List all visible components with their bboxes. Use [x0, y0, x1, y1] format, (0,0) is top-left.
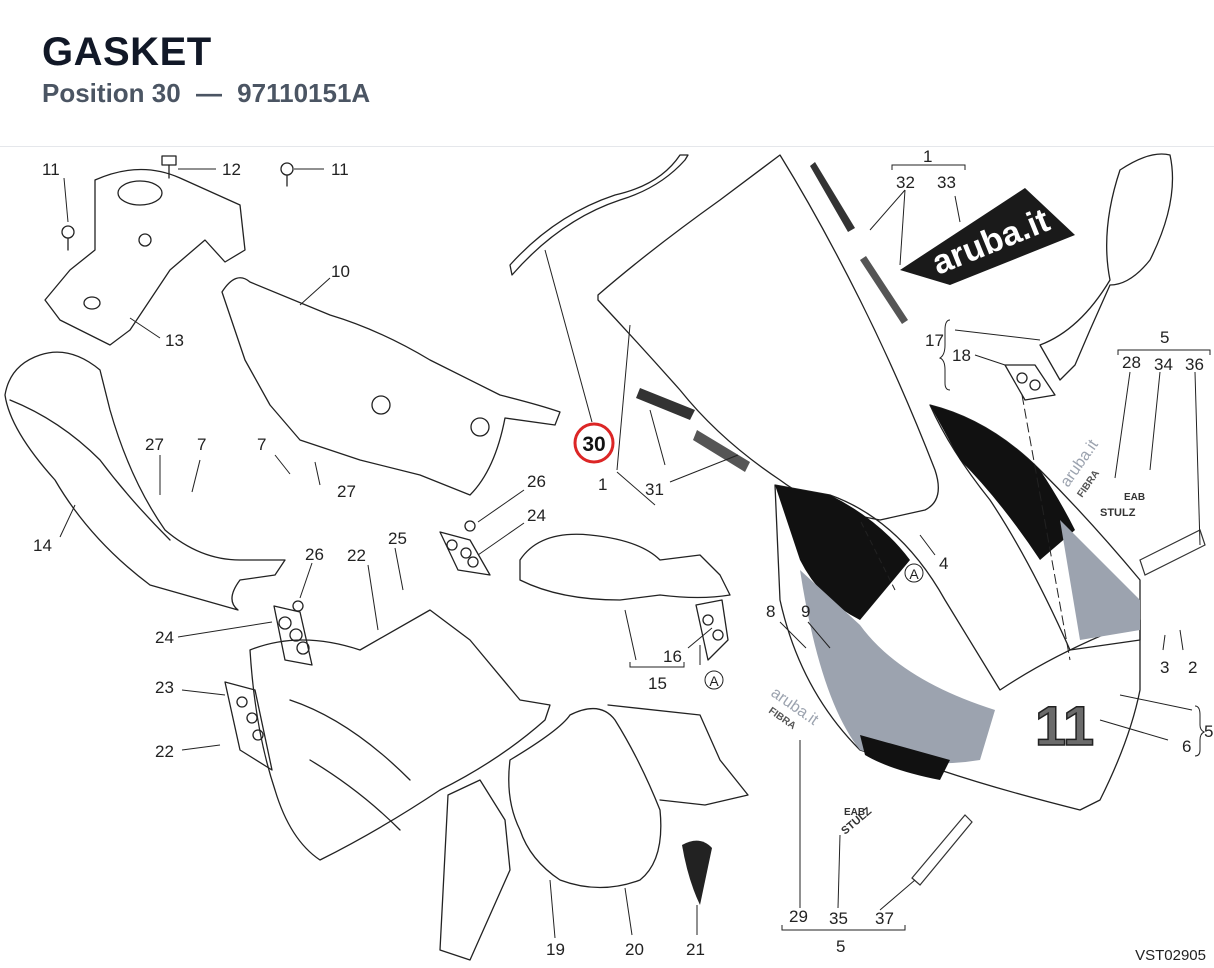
part-14-air-duct[interactable]	[4, 351, 286, 611]
aruba-decal-33	[900, 188, 1075, 285]
header: GASKET Position 30 — 97110151A	[0, 0, 1214, 147]
marker-a-upper: A	[904, 563, 924, 583]
callout-13: 13	[165, 331, 184, 350]
callout-14: 14	[33, 536, 52, 555]
part-30-gasket[interactable]	[509, 154, 689, 276]
callout-26: 26	[527, 472, 546, 491]
headlight-assembly[interactable]	[249, 609, 551, 861]
callout-28: 28	[1122, 353, 1141, 372]
part-20-nose-fairing[interactable]	[439, 704, 749, 961]
callout-7: 7	[257, 435, 266, 454]
callout-26: 26	[305, 545, 324, 564]
drawing-reference: VST02905	[1135, 947, 1206, 964]
fairing-dark-band-lower	[860, 735, 950, 780]
mount-18[interactable]	[1004, 364, 1056, 401]
callout-12: 12	[222, 160, 241, 179]
page-title: GASKET	[42, 30, 212, 74]
fairing-grey-band	[800, 570, 995, 764]
washer-26-lower[interactable]	[292, 600, 304, 612]
side-panel-grey	[1060, 520, 1140, 640]
callout-23: 23	[155, 678, 174, 697]
eab-decal-35: EAB	[844, 807, 865, 818]
callout-11: 11	[42, 160, 60, 179]
callout-8: 8	[766, 602, 775, 621]
callout-20: 20	[625, 940, 644, 959]
gasket-23[interactable]	[224, 681, 273, 771]
decal-32-lower	[860, 256, 908, 324]
highlight-position-label: 30	[582, 433, 605, 456]
highlight-position-30[interactable]: 30	[573, 422, 615, 464]
screw-11-right[interactable]	[280, 162, 294, 187]
callout-4: 4	[939, 554, 948, 573]
part-16-mirror[interactable]	[519, 533, 731, 661]
ducati-shield-21	[682, 840, 712, 905]
decal-31-upper	[636, 388, 695, 420]
callout-21: 21	[686, 940, 705, 959]
callout-5: 5	[836, 937, 845, 956]
callout-33: 33	[937, 173, 956, 192]
callout-27: 27	[145, 435, 164, 454]
side-panel-dark	[930, 405, 1075, 560]
fairing-dark-band	[775, 485, 910, 620]
callout-2: 2	[1188, 658, 1197, 677]
callout-17: 17	[925, 331, 944, 350]
callout-19: 19	[546, 940, 565, 959]
svg-text:A: A	[909, 566, 919, 582]
callout-10: 10	[331, 262, 350, 281]
callout-27: 27	[337, 482, 356, 501]
callout-18: 18	[952, 346, 971, 365]
callout-15: 15	[648, 674, 667, 693]
callout-16: 16	[663, 647, 682, 666]
callout-1: 1	[923, 147, 932, 166]
callout-6: 6	[1182, 737, 1191, 756]
callout-5: 5	[1160, 328, 1169, 347]
part-5-side-fairing[interactable]	[774, 484, 1141, 811]
part-1-front-fairing[interactable]	[597, 154, 939, 521]
callout-37: 37	[875, 909, 894, 928]
callout-36: 36	[1185, 355, 1204, 374]
leader-lines	[59, 164, 1211, 939]
screw-12[interactable]	[161, 155, 177, 179]
callout-9: 9	[801, 602, 810, 621]
part-10-inner-panel[interactable]	[221, 277, 561, 496]
part-number: 97110151A	[237, 78, 371, 108]
callout-24: 24	[155, 628, 174, 647]
svg-text:A: A	[709, 673, 719, 689]
callout-5: 5	[1204, 722, 1213, 741]
gasket-24-upper[interactable]	[439, 531, 491, 576]
callout-25: 25	[388, 529, 407, 548]
callout-22: 22	[347, 546, 366, 565]
callout-24: 24	[527, 506, 546, 525]
callout-31: 31	[645, 480, 664, 499]
position-label: Position 30	[42, 78, 181, 108]
decal-32-upper	[810, 162, 855, 232]
callout-numbers: 11 12 11 1 32 33 10 13 17 18 5 28 34 36 …	[33, 147, 1213, 959]
stulz-decal-34: STULZ	[1100, 507, 1136, 519]
page-subtitle: Position 30 — 97110151A	[42, 78, 370, 109]
screw-11-left[interactable]	[61, 225, 75, 251]
callout-34: 34	[1154, 355, 1173, 374]
part-13-bracket[interactable]	[44, 168, 246, 346]
callout-22: 22	[155, 742, 174, 761]
washer-26-upper[interactable]	[464, 520, 476, 532]
race-number-decal: 11	[1035, 694, 1094, 757]
callout-7: 7	[197, 435, 206, 454]
callout-3: 3	[1160, 658, 1169, 677]
separator-dash: —	[195, 78, 222, 108]
decal-37	[911, 814, 973, 886]
eab-decal-34: EAB	[1124, 492, 1145, 503]
part-17-mirror[interactable]	[1039, 153, 1174, 381]
decal-31-lower	[693, 430, 750, 472]
callout-29: 29	[789, 907, 808, 926]
callout-1: 1	[598, 475, 607, 494]
marker-a-lower: A	[704, 670, 724, 690]
callout-11: 11	[331, 160, 349, 179]
gasket-24-lower[interactable]	[273, 605, 313, 666]
callout-35: 35	[829, 909, 848, 928]
callout-32: 32	[896, 173, 915, 192]
decal-36	[1139, 529, 1206, 576]
